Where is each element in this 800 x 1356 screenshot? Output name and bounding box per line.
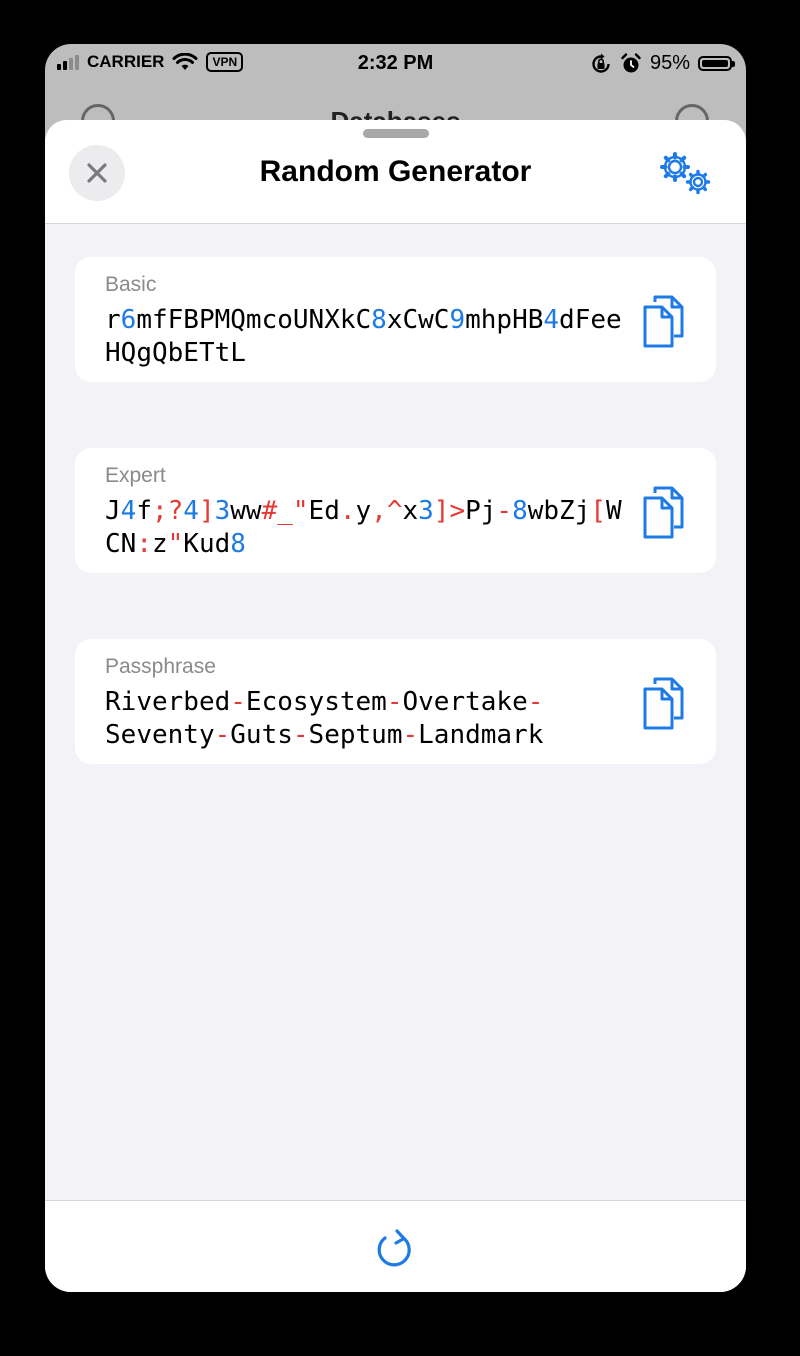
gear-icon bbox=[660, 152, 711, 195]
copy-icon bbox=[643, 486, 684, 539]
expert-password[interactable]: J4f;?4]3ww#_"Ed.y,^x3]>Pj-8wbZj[WCN:z"Ku… bbox=[105, 496, 622, 559]
expert-label: Expert bbox=[105, 464, 166, 487]
battery-icon bbox=[698, 56, 735, 71]
sheet-grabber[interactable] bbox=[363, 129, 429, 138]
passphrase-value[interactable]: Riverbed-Ecosystem-Overtake-Seventy-Guts… bbox=[105, 687, 544, 750]
refresh-icon bbox=[377, 1229, 411, 1267]
copy-expert-button[interactable] bbox=[641, 484, 689, 540]
status-time: 2:32 PM bbox=[357, 52, 434, 74]
wifi-icon bbox=[172, 53, 198, 70]
passphrase-card: Passphrase Riverbed-Ecosystem-Overtake-S… bbox=[75, 639, 716, 764]
device-screen: CARRIER VPN 2:32 PM 95% bbox=[45, 44, 746, 1292]
carrier-label: CARRIER bbox=[87, 52, 165, 71]
bottom-toolbar bbox=[45, 1200, 746, 1292]
refresh-button[interactable] bbox=[373, 1229, 417, 1273]
sheet-navbar: Random Generator bbox=[45, 120, 746, 224]
status-bar-left: CARRIER VPN bbox=[57, 52, 244, 72]
signal-icon bbox=[57, 54, 79, 70]
vpn-badge: VPN bbox=[206, 52, 244, 72]
alarm-icon bbox=[621, 52, 641, 72]
close-button[interactable] bbox=[69, 145, 125, 201]
copy-icon bbox=[643, 295, 684, 348]
battery-percent: 95% bbox=[649, 52, 690, 74]
basic-label: Basic bbox=[105, 273, 157, 296]
copy-icon bbox=[643, 677, 684, 730]
passphrase-label: Passphrase bbox=[105, 655, 216, 678]
random-generator-sheet: Random Generator Basic r6mfFBPMQmcoUNXkC… bbox=[45, 120, 746, 1292]
status-bar: CARRIER VPN 2:32 PM 95% bbox=[45, 44, 746, 84]
basic-password[interactable]: r6mfFBPMQmcoUNXkC8xCwC9mhpHB4dFeeHQgQbET… bbox=[105, 305, 622, 368]
sheet-title: Random Generator bbox=[259, 155, 532, 188]
status-bar-right: 95% bbox=[590, 52, 735, 75]
expert-card: Expert J4f;?4]3ww#_"Ed.y,^x3]>Pj-8wbZj[W… bbox=[75, 448, 716, 573]
settings-button[interactable] bbox=[655, 148, 715, 198]
close-icon bbox=[87, 163, 107, 183]
rotation-lock-icon bbox=[592, 53, 610, 73]
copy-passphrase-button[interactable] bbox=[641, 675, 689, 731]
copy-basic-button[interactable] bbox=[641, 293, 689, 349]
basic-card: Basic r6mfFBPMQmcoUNXkC8xCwC9mhpHB4dFeeH… bbox=[75, 257, 716, 382]
